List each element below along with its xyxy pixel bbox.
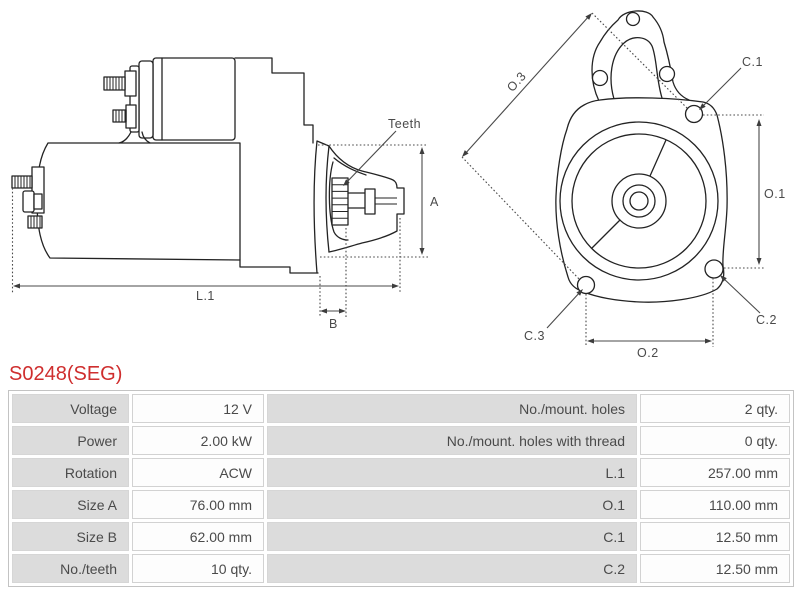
spec-label: No./teeth bbox=[12, 554, 129, 583]
dim-label-c1: C.1 bbox=[742, 55, 763, 69]
product-title: S0248(SEG) bbox=[9, 363, 123, 385]
spec-label: No./mount. holes bbox=[267, 394, 637, 423]
spec-label: L.1 bbox=[267, 458, 637, 487]
bracket-hole-left bbox=[591, 69, 609, 87]
spec-label: Power bbox=[12, 426, 129, 455]
technical-drawing-svg: A L.1 B Teeth bbox=[11, 10, 786, 360]
drive-housing bbox=[234, 57, 405, 274]
spec-value: 2.00 kW bbox=[132, 426, 264, 455]
spec-value: 2 qty. bbox=[640, 394, 790, 423]
pinion-gear bbox=[331, 177, 397, 226]
spec-value: ACW bbox=[132, 458, 264, 487]
spec-label: O.1 bbox=[267, 490, 637, 519]
spec-value: 62.00 mm bbox=[132, 522, 264, 551]
spec-table: Voltage 12 V No./mount. holes 2 qty. Pow… bbox=[8, 390, 794, 587]
table-row: No./teeth 10 qty. C.2 12.50 mm bbox=[12, 554, 790, 583]
dim-label-o3: O.3 bbox=[504, 69, 529, 94]
bracket-hole-top bbox=[625, 11, 641, 27]
spec-value: 12.50 mm bbox=[640, 522, 790, 551]
flange-rings bbox=[559, 121, 719, 281]
motor-body bbox=[36, 142, 241, 261]
spec-label: C.1 bbox=[267, 522, 637, 551]
top-bracket bbox=[591, 10, 690, 102]
table-row: Size A 76.00 mm O.1 110.00 mm bbox=[12, 490, 790, 519]
dim-label-l1: L.1 bbox=[196, 289, 215, 303]
spec-value: 0 qty. bbox=[640, 426, 790, 455]
side-view-dimensions: A L.1 B Teeth bbox=[11, 117, 439, 331]
mounting-hole-c1 bbox=[684, 104, 704, 124]
solenoid bbox=[103, 57, 236, 144]
front-view-dimensions: O.3 C.1 O.1 C.2 C.3 bbox=[461, 12, 786, 360]
front-view-drawing: O.3 C.1 O.1 C.2 C.3 bbox=[461, 10, 786, 360]
mounting-hole-c3 bbox=[576, 275, 596, 295]
table-row: Voltage 12 V No./mount. holes 2 qty. bbox=[12, 394, 790, 423]
spec-value: 12 V bbox=[132, 394, 264, 423]
spec-value: 10 qty. bbox=[132, 554, 264, 583]
front-flange bbox=[555, 97, 728, 303]
spec-label: Size B bbox=[12, 522, 129, 551]
dim-label-teeth: Teeth bbox=[388, 117, 421, 131]
spec-label: Size A bbox=[12, 490, 129, 519]
dim-label-o2: O.2 bbox=[637, 346, 659, 360]
bracket-hole-right bbox=[658, 65, 676, 83]
spec-label: Rotation bbox=[12, 458, 129, 487]
spec-value: 110.00 mm bbox=[640, 490, 790, 519]
dim-label-c3: C.3 bbox=[524, 329, 545, 343]
terminal-studs bbox=[11, 166, 45, 229]
table-row: Rotation ACW L.1 257.00 mm bbox=[12, 458, 790, 487]
technical-drawing: A L.1 B Teeth bbox=[11, 10, 786, 360]
table-row: Power 2.00 kW No./mount. holes with thre… bbox=[12, 426, 790, 455]
spec-value: 76.00 mm bbox=[132, 490, 264, 519]
spec-value: 257.00 mm bbox=[640, 458, 790, 487]
dim-label-a: A bbox=[430, 195, 439, 209]
dim-label-o1: O.1 bbox=[764, 187, 786, 201]
mounting-hole-c2 bbox=[704, 259, 724, 279]
side-view-drawing: A L.1 B Teeth bbox=[11, 57, 439, 331]
dim-label-b: B bbox=[329, 317, 338, 331]
spec-label: No./mount. holes with thread bbox=[267, 426, 637, 455]
spec-label: Voltage bbox=[12, 394, 129, 423]
spec-label: C.2 bbox=[267, 554, 637, 583]
dim-label-c2: C.2 bbox=[756, 313, 777, 327]
spec-value: 12.50 mm bbox=[640, 554, 790, 583]
table-row: Size B 62.00 mm C.1 12.50 mm bbox=[12, 522, 790, 551]
